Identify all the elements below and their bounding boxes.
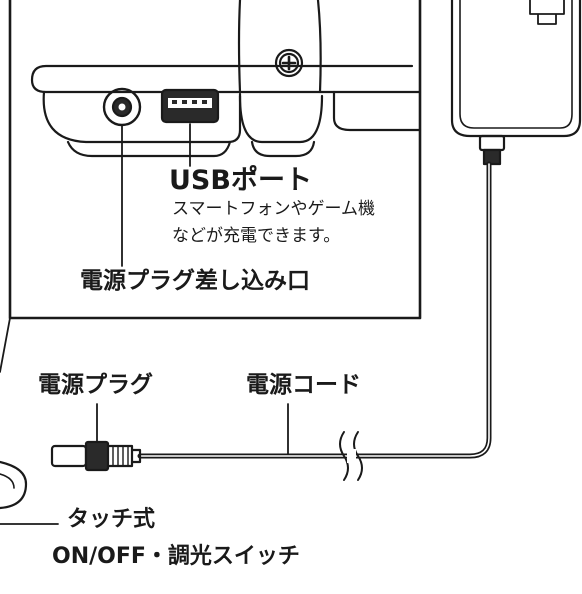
switch-label: ON/OFF・調光スイッチ bbox=[52, 544, 300, 569]
cord-break bbox=[339, 431, 363, 481]
post-foot bbox=[250, 140, 316, 158]
switch-base bbox=[0, 460, 28, 510]
power-cord-label: 電源コード bbox=[246, 372, 361, 398]
callout-leader bbox=[0, 317, 11, 373]
switch-base-inner bbox=[0, 473, 15, 489]
power-jack-label: 電源プラグ差し込み口 bbox=[80, 268, 310, 294]
power-adapter bbox=[450, 0, 582, 166]
screw-icon bbox=[274, 48, 304, 78]
base-outline bbox=[30, 64, 422, 94]
post-block bbox=[238, 94, 324, 144]
dc-jack-icon bbox=[102, 87, 142, 127]
plug-icon bbox=[50, 440, 142, 472]
usb-port-label: USBポート bbox=[169, 165, 312, 196]
touch-type-label: タッチ式 bbox=[67, 507, 156, 532]
base-foot bbox=[66, 140, 232, 158]
adapter-cord-inner bbox=[139, 163, 490, 457]
callout-frame bbox=[8, 0, 422, 320]
usb-port-icon bbox=[160, 88, 220, 124]
usb-desc-line2: などが充電できます。 bbox=[172, 226, 341, 246]
usb-desc-line1: スマートフォンやゲーム機 bbox=[172, 199, 375, 219]
base-body bbox=[42, 90, 242, 144]
base-right bbox=[332, 90, 422, 132]
power-plug-label: 電源プラグ bbox=[38, 372, 153, 398]
post-bracket bbox=[237, 0, 322, 94]
